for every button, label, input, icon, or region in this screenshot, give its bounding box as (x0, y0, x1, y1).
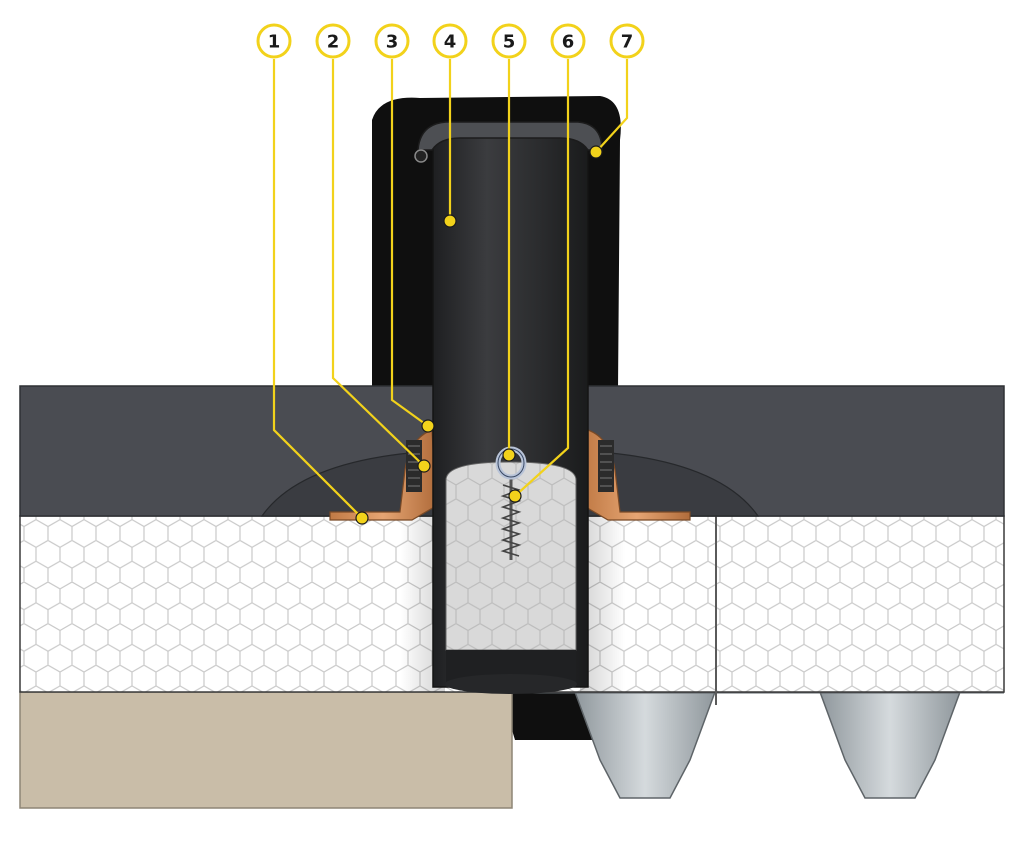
callout-leader-1 (272, 59, 363, 519)
callout-target-6 (508, 489, 522, 503)
callout-circle-5 (491, 23, 527, 59)
callout-target-3 (421, 419, 435, 433)
callout-4: 4 (432, 23, 468, 59)
callout-leaders (272, 59, 629, 519)
callout-1: 1 (256, 23, 292, 59)
callout-5: 5 (491, 23, 527, 59)
callout-target-5 (502, 448, 516, 462)
background-silhouette-lower (500, 690, 600, 740)
callout-label-6: 6 (562, 32, 575, 53)
callout-circle-2 (315, 23, 351, 59)
callout-label-1: 1 (268, 32, 281, 53)
callout-leader-6 (514, 59, 570, 497)
cap-clip-left (414, 149, 428, 163)
callout-circle-6 (550, 23, 586, 59)
callout-2: 2 (315, 23, 351, 59)
steel-deck (512, 690, 1004, 799)
callout-circle-7 (609, 23, 645, 59)
callout-target-1 (355, 511, 369, 525)
callout-target-2 (417, 459, 431, 473)
callout-3: 3 (374, 23, 410, 59)
callout-leader-7 (595, 59, 629, 153)
callout-circle-4 (432, 23, 468, 59)
callout-label-4: 4 (444, 32, 457, 53)
callout-target-4 (443, 214, 457, 228)
callout-label-7: 7 (621, 32, 634, 53)
callout-numbers: 1 2 3 4 5 6 7 (256, 23, 645, 59)
callout-7: 7 (609, 23, 645, 59)
callout-label-2: 2 (327, 32, 340, 53)
flange-right (583, 429, 691, 521)
callout-circle-1 (256, 23, 292, 59)
callout-circle-3 (374, 23, 410, 59)
callout-leader-3 (390, 59, 429, 427)
callout-6: 6 (550, 23, 586, 59)
callout-targets (355, 145, 603, 525)
concrete-slab (19, 691, 513, 809)
callout-label-3: 3 (386, 32, 399, 53)
callout-leader-2 (331, 59, 425, 467)
callout-label-5: 5 (503, 32, 516, 53)
callout-target-7 (589, 145, 603, 159)
